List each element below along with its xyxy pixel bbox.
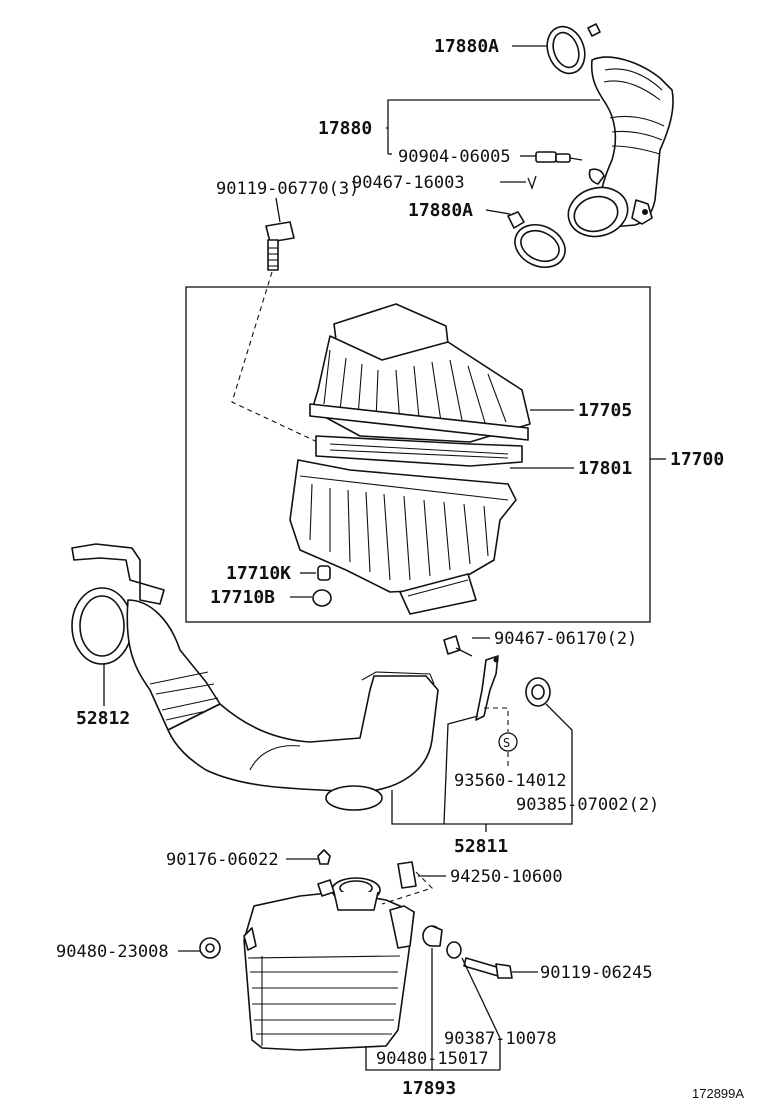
label-52812: 52812	[76, 708, 130, 729]
label-17710B: 17710B	[210, 587, 275, 608]
intake-hose-17880[interactable]	[541, 21, 674, 243]
bolt-dash-line	[231, 271, 327, 447]
label-90176-06022: 90176-06022	[166, 850, 279, 870]
grommet-17710K[interactable]	[317, 565, 331, 581]
label-17880A-top: 17880A	[434, 36, 499, 57]
resonator-17893[interactable]	[243, 877, 415, 1051]
grommet-90480-23008[interactable]	[199, 937, 221, 959]
label-90467-16003: 90467-16003	[352, 173, 465, 193]
air-cleaner-cover-17705[interactable]	[309, 303, 531, 443]
duct-52812[interactable]	[71, 543, 221, 731]
label-90904-06005: 90904-06005	[398, 147, 511, 167]
label-17880A-lower: 17880A	[408, 200, 473, 221]
clip-90176-06022[interactable]	[317, 849, 331, 865]
label-90119-06245: 90119-06245	[540, 963, 653, 983]
leader-lines-duct	[103, 637, 573, 832]
label-90385-07002: 90385-07002(2)	[516, 795, 659, 815]
label-17705: 17705	[578, 400, 632, 421]
label-90480-15017: 90480-15017	[376, 1049, 489, 1069]
spacer-90387-10078[interactable]	[446, 941, 462, 959]
collar-90480-15017[interactable]	[422, 925, 443, 947]
bolt-90119-06245[interactable]	[463, 957, 513, 979]
clip-90467-16003[interactable]	[527, 175, 537, 190]
label-17893: 17893	[402, 1078, 456, 1099]
clip-94250-10600[interactable]	[397, 861, 417, 889]
leader-lines-top	[386, 45, 600, 215]
label-17801: 17801	[578, 458, 632, 479]
label-90119-06770: 90119-06770(3)	[216, 179, 359, 199]
s-mark: S	[484, 707, 518, 770]
air-cleaner-frame	[185, 286, 651, 623]
s-mark-label: S	[503, 736, 510, 750]
label-17700: 17700	[670, 449, 724, 470]
label-90467-06170: 90467-06170(2)	[494, 629, 637, 649]
label-94250-10600: 94250-10600	[450, 867, 563, 887]
clamp-17880A-lower[interactable]	[507, 211, 572, 275]
figure-id: 172899A	[692, 1086, 744, 1101]
bolt-90119-06770[interactable]	[265, 197, 295, 271]
grommet-17710B[interactable]	[312, 589, 332, 607]
label-93560-14012: 93560-14012	[454, 771, 567, 791]
filter-element-17801[interactable]	[315, 435, 523, 467]
duct-52811[interactable]	[167, 671, 439, 811]
leader-lines-box	[290, 409, 666, 598]
label-52811: 52811	[454, 836, 508, 857]
bracket-93560-14012[interactable]	[475, 655, 499, 721]
clip-dash-line	[381, 871, 434, 905]
label-17880: 17880	[318, 118, 372, 139]
label-17710K: 17710K	[226, 563, 291, 584]
grommet-90385-07002[interactable]	[525, 677, 551, 707]
air-cleaner-case[interactable]	[289, 459, 517, 615]
leader-lines-resonator	[178, 858, 538, 1071]
bolt-90467-06170[interactable]	[443, 635, 473, 657]
stud-resonator[interactable]	[317, 879, 335, 897]
label-90387-10078: 90387-10078	[444, 1029, 557, 1049]
label-90480-23008: 90480-23008	[56, 942, 169, 962]
connector-90904-06005[interactable]	[535, 151, 583, 163]
